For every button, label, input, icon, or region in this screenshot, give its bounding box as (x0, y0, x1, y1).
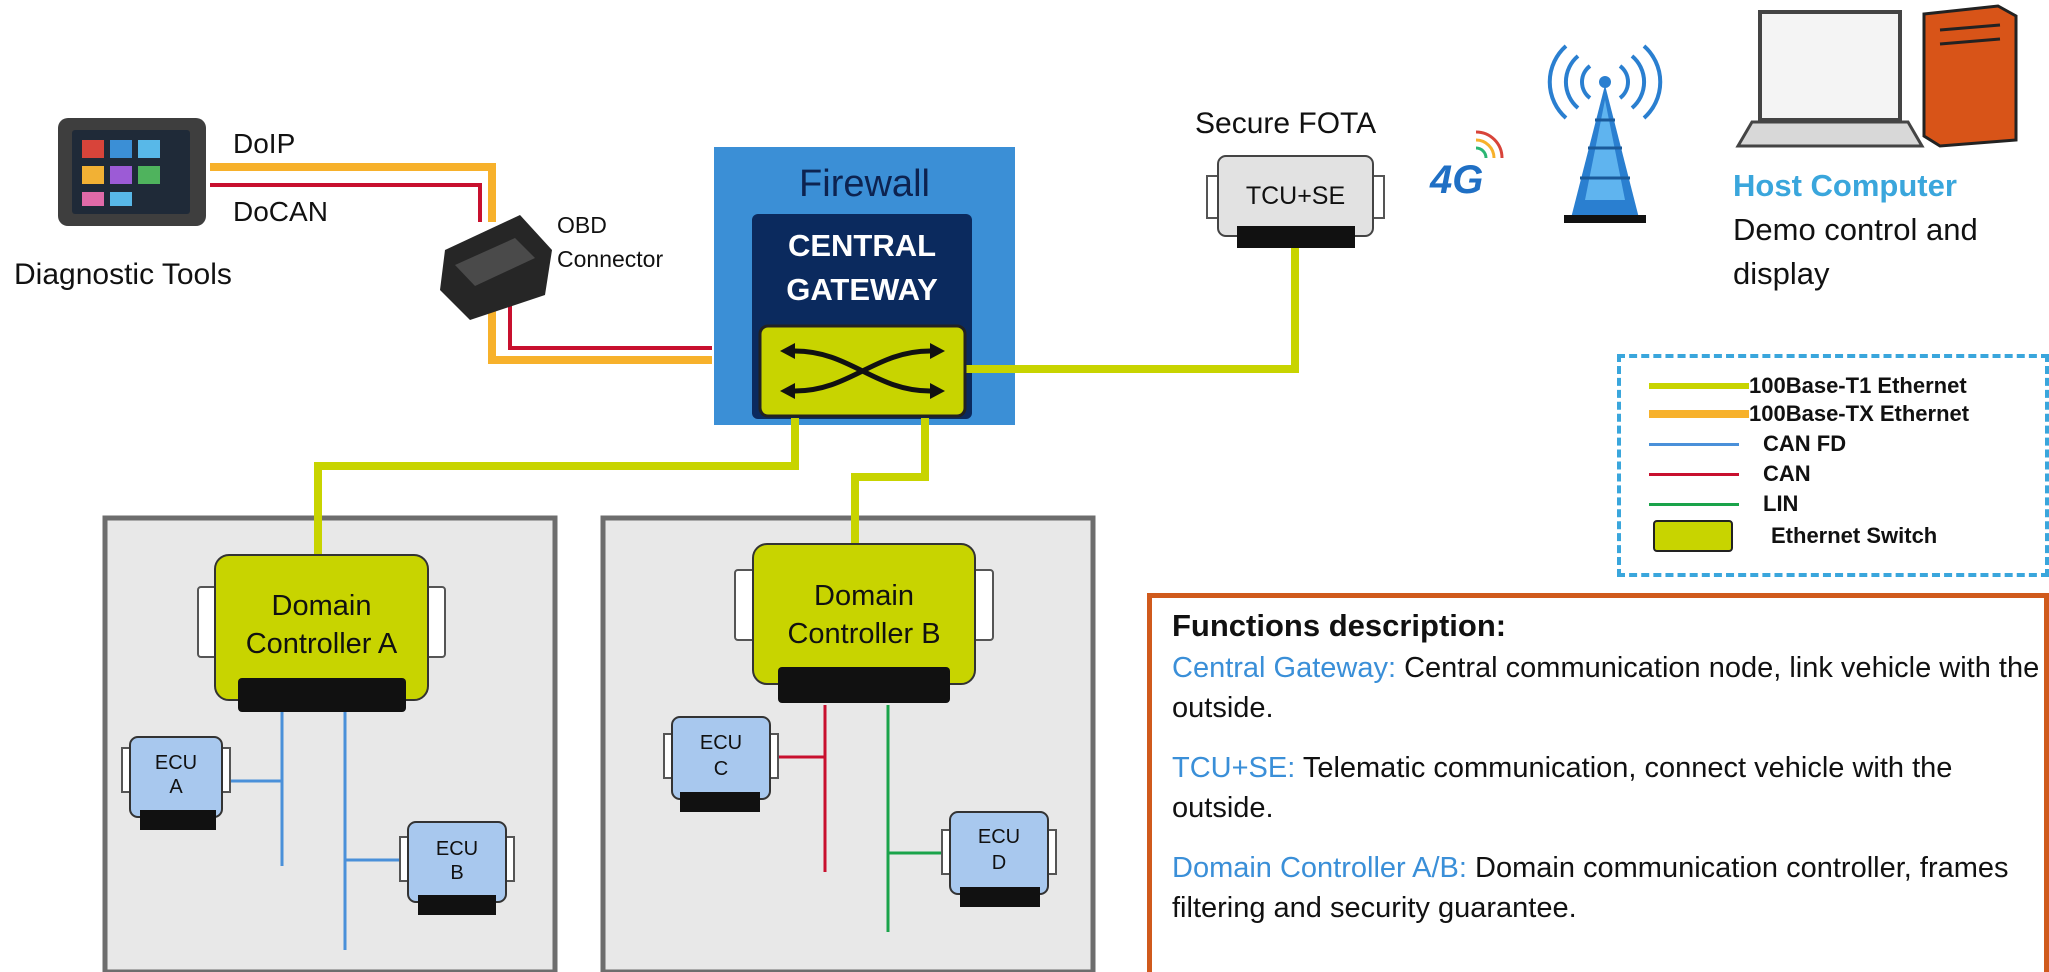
legend-label-t1: 100Base-T1 Ethernet (1749, 373, 1967, 398)
ecu-d-line1: ECU (977, 826, 1021, 848)
legend-swatch-canfd (1649, 443, 1739, 446)
cell-tower-icon (1547, 44, 1663, 223)
diagnostic-tools-label: Diagnostic Tools (14, 258, 232, 291)
domain-controller-a (197, 554, 446, 712)
ecu-d-line2: D (991, 852, 1007, 874)
ecu-a (121, 736, 231, 830)
ecu-b-line2: B (450, 862, 464, 884)
host-desc-line2: display (1733, 256, 1830, 291)
function-key-central-gateway: Central Gateway: (1172, 652, 1397, 684)
obd-connector-icon (440, 215, 552, 320)
obd-label-line2: Connector (557, 246, 664, 272)
domain-a-canfd-bus (226, 710, 408, 950)
legend-switch-icon (1653, 520, 1733, 552)
ecu-b (399, 821, 515, 915)
host-computer-title: Host Computer (1733, 168, 1957, 203)
function-item-tcu-se: TCU+SE: Telematic communication, connect… (1172, 748, 2044, 828)
legend-item-t1: 100Base-T1 Ethernet (1621, 374, 2045, 398)
central-switch (758, 324, 967, 418)
central-gateway-line2: GATEWAY (786, 272, 938, 307)
function-key-tcu-se: TCU+SE: (1172, 752, 1296, 784)
firewall-label: Firewall (799, 163, 930, 205)
server-icon (1922, 4, 2018, 148)
legend-swatch-tx (1649, 410, 1749, 418)
4g-label: 4G (1430, 158, 1484, 202)
obd-label-line1: OBD (557, 212, 607, 238)
ecu-a-line1: ECU (154, 752, 198, 774)
domain-b-buses (774, 705, 948, 932)
legend-item-lin: LIN (1621, 492, 2045, 516)
tcu-se-module (1206, 155, 1385, 248)
ecu-c (663, 716, 779, 812)
t1-ethernet-lines (314, 244, 1299, 560)
legend-item-switch: Ethernet Switch (1621, 520, 2045, 552)
ecu-a-line2: A (169, 776, 183, 798)
diagnostic-cables (210, 163, 712, 364)
laptop-icon (1735, 10, 1925, 148)
ecu-c-line2: C (713, 758, 729, 780)
domain-b-line2: Controller B (787, 618, 941, 650)
legend-label-canfd: CAN FD (1763, 431, 1847, 456)
ecu-d (941, 811, 1057, 907)
legend-item-canfd: CAN FD (1621, 432, 2045, 456)
domain-controller-b (734, 543, 994, 703)
function-text-domain-controller: Domain communication controller, frames … (1172, 852, 2009, 924)
legend-label-switch: Ethernet Switch (1771, 523, 1938, 548)
function-text-tcu-se: Telematic communication, connect vehicle… (1172, 752, 1953, 824)
legend-item-tx: 100Base-TX Ethernet (1621, 402, 2045, 426)
doip-label: DoIP (233, 128, 296, 159)
secure-fota-label: Secure FOTA (1195, 107, 1377, 140)
host-desc-line1: Demo control and (1733, 212, 1978, 247)
domain-b-line1: Domain (814, 580, 914, 612)
diagnostic-tablet-icon (58, 118, 206, 226)
legend-label-tx: 100Base-TX Ethernet (1749, 401, 1970, 426)
legend-item-can: CAN (1621, 462, 2045, 486)
ecu-c-line1: ECU (699, 732, 743, 754)
legend-label-lin: LIN (1763, 491, 1799, 516)
domain-a-line1: Domain (271, 590, 372, 622)
4g-icon (1475, 130, 1504, 159)
function-item-central-gateway: Central Gateway: Central communication n… (1172, 648, 2044, 728)
ecu-b-line1: ECU (435, 838, 479, 860)
docan-label: DoCAN (233, 196, 328, 227)
legend-swatch-t1 (1649, 383, 1749, 389)
functions-description: Functions description: Central Gateway: … (1147, 593, 2049, 972)
function-text-central-gateway: Central communication node, link vehicle… (1172, 652, 2040, 724)
function-key-domain-controller: Domain Controller A/B: (1172, 852, 1467, 884)
domain-a-line2: Controller A (245, 628, 398, 660)
function-item-domain-controller: Domain Controller A/B: Domain communicat… (1172, 848, 2044, 928)
tcu-se-label: TCU+SE (1245, 182, 1346, 210)
legend-swatch-lin (1649, 503, 1739, 506)
legend-label-can: CAN (1763, 461, 1811, 486)
legend-swatch-can (1649, 473, 1739, 476)
functions-title: Functions description: (1172, 608, 1507, 643)
legend: 100Base-T1 Ethernet 100Base-TX Ethernet … (1617, 354, 2049, 577)
central-gateway-line1: CENTRAL (787, 228, 937, 263)
